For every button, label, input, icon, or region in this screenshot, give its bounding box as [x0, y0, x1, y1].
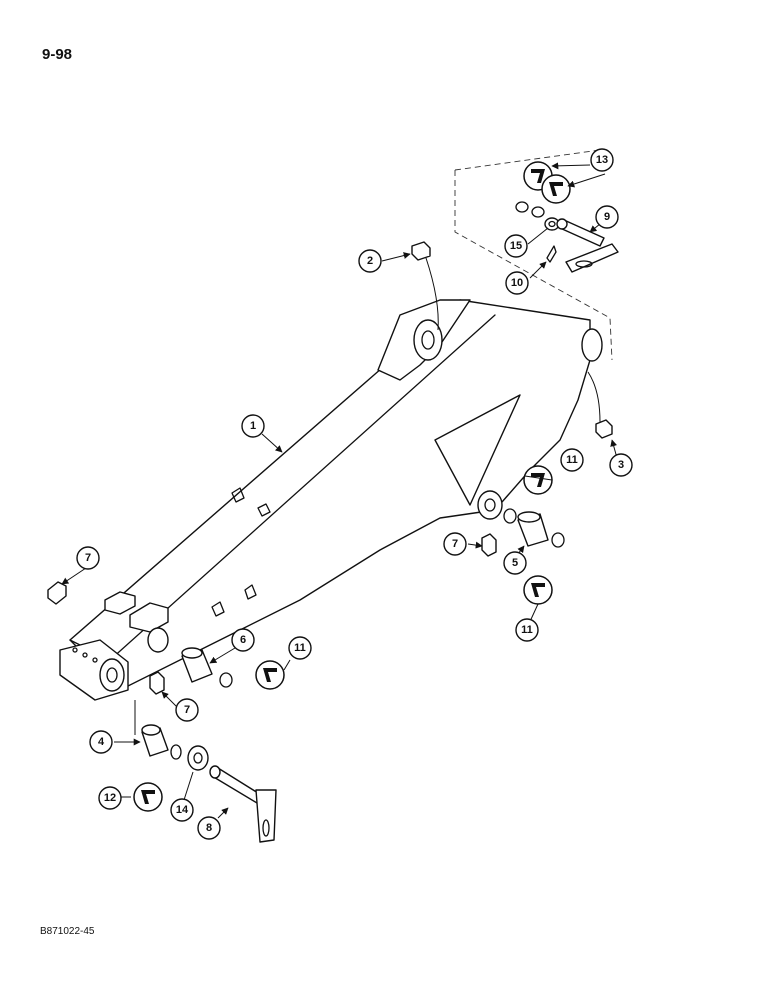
svg-text:14: 14: [176, 804, 189, 816]
svg-text:8: 8: [206, 822, 212, 834]
callout-13: 13: [590, 148, 614, 172]
callout-11-upper: 11: [560, 448, 584, 472]
svg-text:3: 3: [618, 459, 624, 471]
callout-2: 2: [358, 249, 382, 273]
svg-text:4: 4: [98, 736, 105, 748]
o-ring: [531, 206, 545, 218]
svg-text:2: 2: [367, 255, 373, 267]
grease-fitting-left: [47, 581, 67, 605]
callout-5: 5: [503, 551, 527, 575]
pin-9: [556, 218, 619, 273]
svg-text:6: 6: [240, 634, 246, 646]
callout-10: 10: [505, 271, 529, 295]
seal-badge-12: [133, 782, 163, 812]
washer-15: [544, 217, 560, 231]
svg-text:5: 5: [512, 557, 518, 569]
seal-badge-13b: [541, 174, 571, 204]
o-ring: [515, 201, 529, 213]
svg-text:7: 7: [85, 552, 91, 564]
bushing-6: [181, 647, 213, 683]
svg-text:1: 1: [250, 420, 256, 432]
callout-11-left: 11: [288, 636, 312, 660]
callout-12: 12: [98, 786, 122, 810]
callout-14: 14: [170, 798, 194, 822]
o-ring: [551, 532, 565, 548]
svg-text:11: 11: [521, 624, 533, 636]
callout-6: 6: [231, 628, 255, 652]
bushing-4: [141, 724, 169, 757]
svg-text:12: 12: [104, 792, 116, 804]
callout-15: 15: [504, 234, 528, 258]
callout-9: 9: [595, 205, 619, 229]
callout-3: 3: [609, 453, 633, 477]
grease-fitting-right: [595, 419, 613, 439]
callout-1: 1: [241, 414, 265, 438]
o-ring: [503, 508, 517, 524]
svg-text:15: 15: [510, 240, 522, 252]
svg-text:11: 11: [294, 642, 306, 654]
o-ring: [219, 672, 233, 688]
svg-text:10: 10: [511, 277, 523, 289]
callout-7-left: 7: [76, 546, 100, 570]
seal-badge-11-left: [255, 660, 285, 690]
grease-fitting-top: [411, 241, 431, 261]
callout-7-right: 7: [443, 532, 467, 556]
bushing-5: [517, 511, 549, 547]
seal-badge-11-lower: [523, 575, 553, 605]
callout-8: 8: [197, 816, 221, 840]
washer-14: [187, 745, 209, 771]
figure-code: B871022-45: [40, 926, 95, 937]
boom-arm: [59, 299, 603, 701]
svg-text:7: 7: [452, 538, 458, 550]
svg-text:7: 7: [184, 704, 190, 716]
svg-text:9: 9: [604, 211, 610, 223]
callout-7-mid: 7: [175, 698, 199, 722]
seal-badge-11-upper: [523, 465, 553, 495]
grease-fitting-mid: [149, 671, 165, 695]
page-number: 9-98: [42, 46, 73, 63]
o-ring: [170, 744, 182, 760]
svg-text:11: 11: [566, 454, 578, 466]
grease-fitting-right-lower: [481, 533, 497, 557]
svg-text:13: 13: [596, 154, 608, 166]
cotter-pin-10: [546, 245, 557, 263]
callout-11-lower: 11: [515, 618, 539, 642]
callout-4: 4: [89, 730, 113, 754]
pin-8: [209, 765, 277, 843]
callout-leaders: [61, 162, 618, 819]
